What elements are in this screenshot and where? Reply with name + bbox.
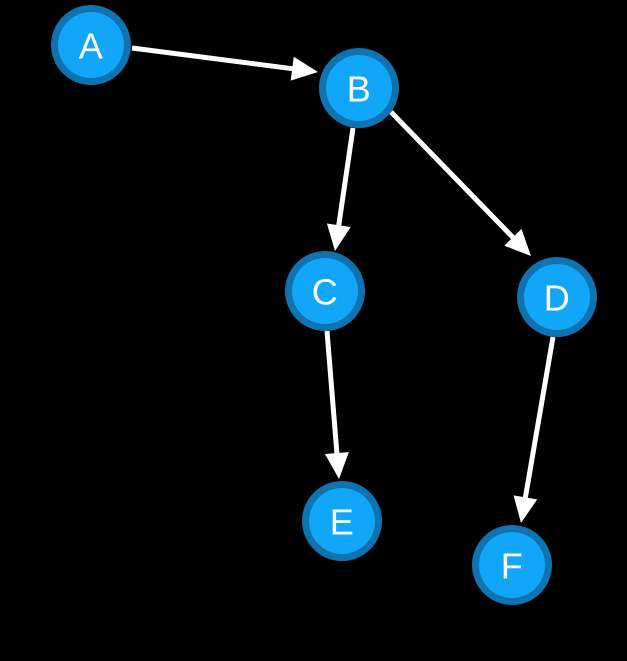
node-b[interactable]: B (319, 48, 399, 128)
edge-a-to-b (131, 45, 318, 81)
node-fill (292, 258, 358, 324)
edge-b-to-d (389, 110, 531, 256)
edge-line (389, 110, 517, 241)
edge-c-to-e (324, 330, 349, 479)
edge-line (131, 45, 295, 72)
node-label: C (312, 272, 339, 313)
edge-line (324, 330, 340, 456)
node-label: F (501, 546, 524, 587)
node-label: E (330, 502, 355, 543)
edge-arrowhead-icon (504, 228, 531, 256)
node-label: A (79, 26, 104, 67)
nodes-layer: A B C D E F (51, 5, 597, 605)
node-fill (309, 488, 375, 554)
edge-arrowhead-icon (324, 452, 349, 479)
node-c[interactable]: C (285, 251, 365, 331)
node-fill (479, 532, 545, 598)
node-d[interactable]: D (517, 257, 597, 337)
edge-arrowhead-icon (326, 223, 351, 251)
node-e[interactable]: E (302, 481, 382, 561)
edge-b-to-c (326, 127, 356, 251)
node-a[interactable]: A (51, 5, 131, 85)
edges-layer (131, 45, 556, 523)
node-fill (58, 12, 124, 78)
edge-arrowhead-icon (513, 495, 538, 523)
node-fill (524, 264, 590, 330)
edge-d-to-f (513, 336, 556, 523)
node-f[interactable]: F (472, 525, 552, 605)
edge-line (522, 336, 556, 500)
node-fill (326, 55, 392, 121)
node-label: D (544, 278, 571, 319)
edge-line (336, 127, 356, 228)
node-label: B (347, 69, 372, 110)
edge-arrowhead-icon (290, 56, 318, 81)
